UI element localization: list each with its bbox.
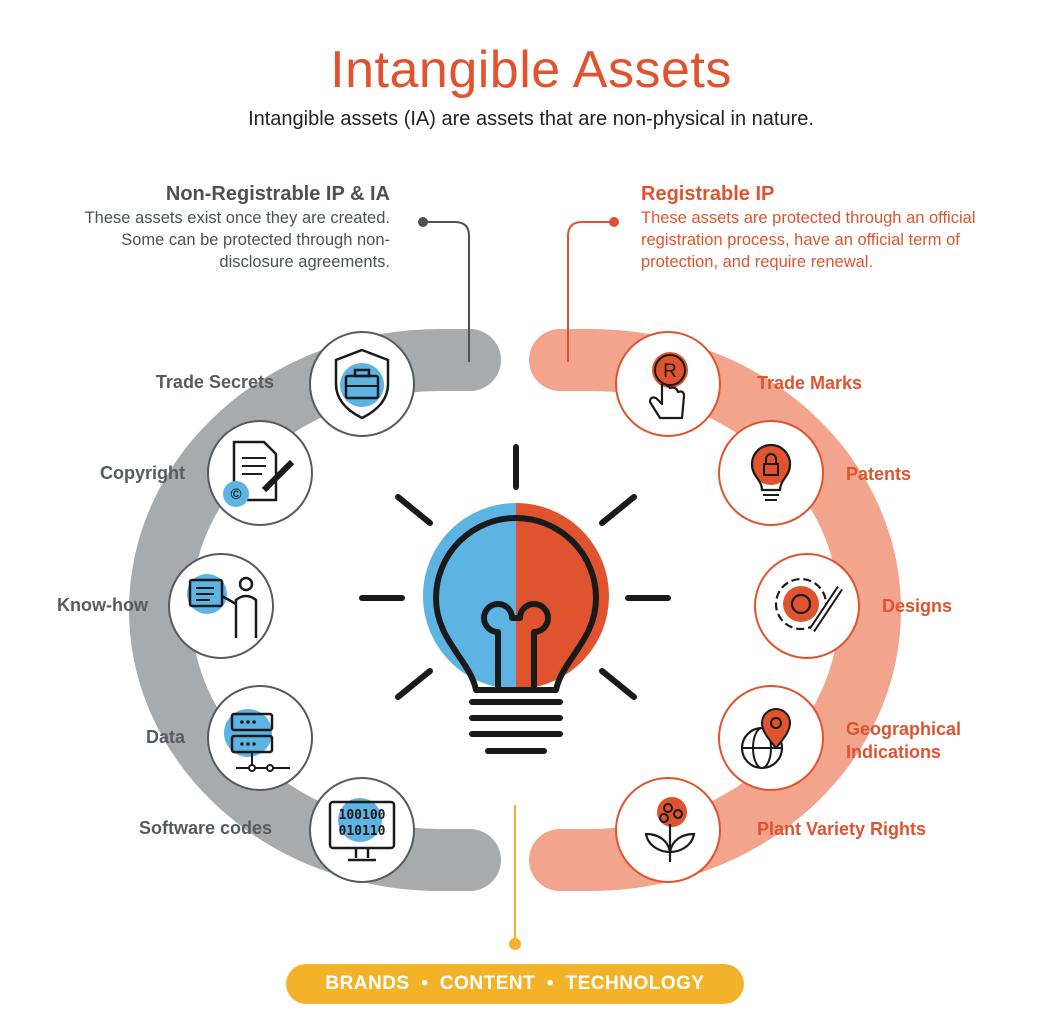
document-copyright-icon: © <box>223 440 295 507</box>
plant-variety-rights-node <box>615 777 721 883</box>
label-patents: Patents <box>846 464 912 484</box>
plant-sprout-icon <box>644 797 696 862</box>
software-codes-node <box>309 777 415 883</box>
non-registrable-heading: Non-Registrable IP & IA <box>165 183 390 205</box>
left-connector <box>418 217 470 362</box>
gear-pencil-icon <box>774 577 843 632</box>
label-designs: Designs <box>882 596 953 616</box>
patents-node <box>718 420 824 526</box>
label-data: Data <box>145 727 185 747</box>
non-registrable-description: These assets exist once they are created… <box>84 209 390 271</box>
server-network-icon <box>224 709 290 772</box>
designs-node <box>754 553 860 659</box>
know-how-node <box>168 553 274 659</box>
globe-pin-icon <box>740 708 792 770</box>
trade-secrets-node <box>309 331 415 437</box>
page-subtitle: Intangible assets (IA) are assets that a… <box>248 108 814 130</box>
geographical-indications-node <box>718 685 824 791</box>
label-trade-marks: Trade Marks <box>757 373 863 393</box>
label-software-codes: Software codes <box>138 818 272 838</box>
lightbulb-icon <box>359 444 671 754</box>
registrable-heading: Registrable IP <box>641 183 775 205</box>
trade-marks-node: R <box>615 331 721 437</box>
svg-text:R: R <box>663 361 677 382</box>
label-plant-variety-rights: Plant Variety Rights <box>757 819 927 839</box>
copyright-node: © <box>207 420 313 526</box>
right-connector <box>567 217 619 362</box>
binary-monitor-icon <box>328 798 396 862</box>
svg-text:©: © <box>230 486 241 503</box>
label-trade-secrets: Trade Secrets <box>155 372 274 392</box>
registrable-description: These assets are protected through an of… <box>641 209 976 271</box>
shield-briefcase-icon <box>334 348 390 420</box>
data-node <box>207 685 313 791</box>
bottom-connector <box>509 805 521 950</box>
label-geographical-indications: Geographical Indications <box>846 719 962 762</box>
label-copyright: Copyright <box>100 463 185 483</box>
page-title: Intangible Assets <box>330 41 732 99</box>
registered-hand-icon: R <box>648 352 688 420</box>
presenter-board-icon <box>187 574 258 638</box>
label-know-how: Know-how <box>57 595 148 615</box>
lightbulb-lock-icon <box>750 443 792 501</box>
bottom-banner: BRANDS • CONTENT • TECHNOLOGY <box>286 964 744 1004</box>
